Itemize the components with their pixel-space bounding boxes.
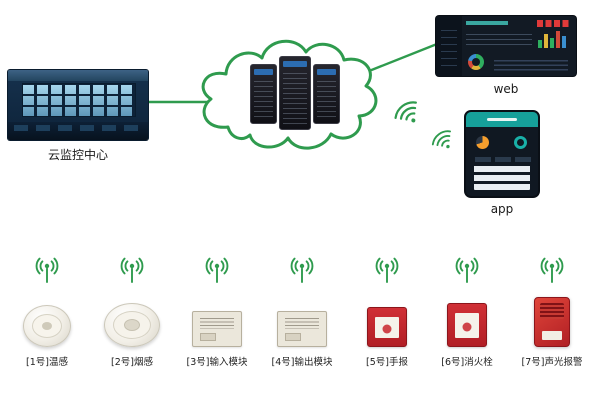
app-header-bar	[466, 112, 538, 127]
dashboard-donut-chart	[468, 54, 484, 70]
input-module-image	[192, 311, 242, 347]
device-label: [3号]输入模块	[186, 357, 248, 368]
dashboard-sidebar	[436, 16, 462, 76]
device-node-heat-detector: [1号]温感	[2, 256, 92, 368]
device-label: [5号]手报	[366, 357, 408, 368]
dashboard-bar-chart	[538, 29, 570, 48]
dashboard-text-lines	[466, 30, 532, 47]
dashboard-table-rows	[494, 57, 568, 71]
smoke-detector-image	[104, 303, 160, 347]
sounder-strobe-image	[534, 297, 570, 347]
chart-bar	[550, 38, 554, 48]
app-gauge-orange	[476, 136, 489, 149]
device-label: [2号]烟感	[111, 357, 153, 368]
device-node-sounder-strobe: [7号]声光报警	[507, 256, 597, 368]
output-module-image	[277, 311, 327, 347]
dashboard-title-bar	[466, 21, 508, 25]
device-label: [7号]声光报警	[521, 357, 583, 368]
wireless-antenna-icon	[375, 257, 399, 283]
server-rack-icon	[279, 56, 311, 130]
wireless-antenna-icon	[205, 257, 229, 283]
app-chip-row	[475, 157, 531, 162]
app-list-rows	[474, 163, 530, 190]
device-label: [1号]温感	[26, 357, 68, 368]
device-node-smoke-detector: [2号]烟感	[87, 256, 177, 368]
app-label: app	[490, 202, 514, 216]
status-squares	[537, 20, 571, 27]
device-node-input-module: [3号]输入模块	[172, 256, 262, 368]
device-label: [4号]输出模块	[271, 357, 333, 368]
wireless-antenna-icon	[120, 257, 144, 283]
server-rack-icon	[313, 64, 340, 124]
video-wall	[22, 83, 136, 117]
device-node-output-module: [4号]输出模块	[257, 256, 347, 368]
mobile-app-image	[464, 110, 540, 198]
web-label: web	[493, 82, 519, 96]
photo-ceiling	[8, 70, 148, 81]
device-node-manual-call-point: [5号]手报	[342, 256, 432, 368]
operator-desks	[8, 122, 148, 140]
wifi-signal-icon	[431, 130, 452, 149]
chart-bar	[556, 31, 560, 48]
wireless-antenna-icon	[540, 257, 564, 283]
hydrant-button-image	[447, 303, 487, 347]
server-rack-icon	[250, 64, 277, 124]
device-label: [6号]消火栓	[441, 357, 493, 368]
web-dashboard-image	[436, 16, 576, 76]
wireless-antenna-icon	[455, 257, 479, 283]
chart-bar	[538, 40, 542, 48]
monitoring-center-photo	[8, 70, 148, 140]
wireless-antenna-icon	[290, 257, 314, 283]
manual-call-point-image	[367, 307, 407, 347]
device-node-hydrant-button: [6号]消火栓	[422, 256, 512, 368]
heat-detector-image	[23, 305, 71, 347]
monitoring-center-label: 云监控中心	[47, 148, 108, 162]
wifi-signal-icon	[394, 101, 417, 123]
app-gauge-teal	[514, 136, 527, 149]
chart-bar	[562, 36, 566, 48]
chart-bar	[544, 34, 548, 48]
wireless-antenna-icon	[35, 257, 59, 283]
